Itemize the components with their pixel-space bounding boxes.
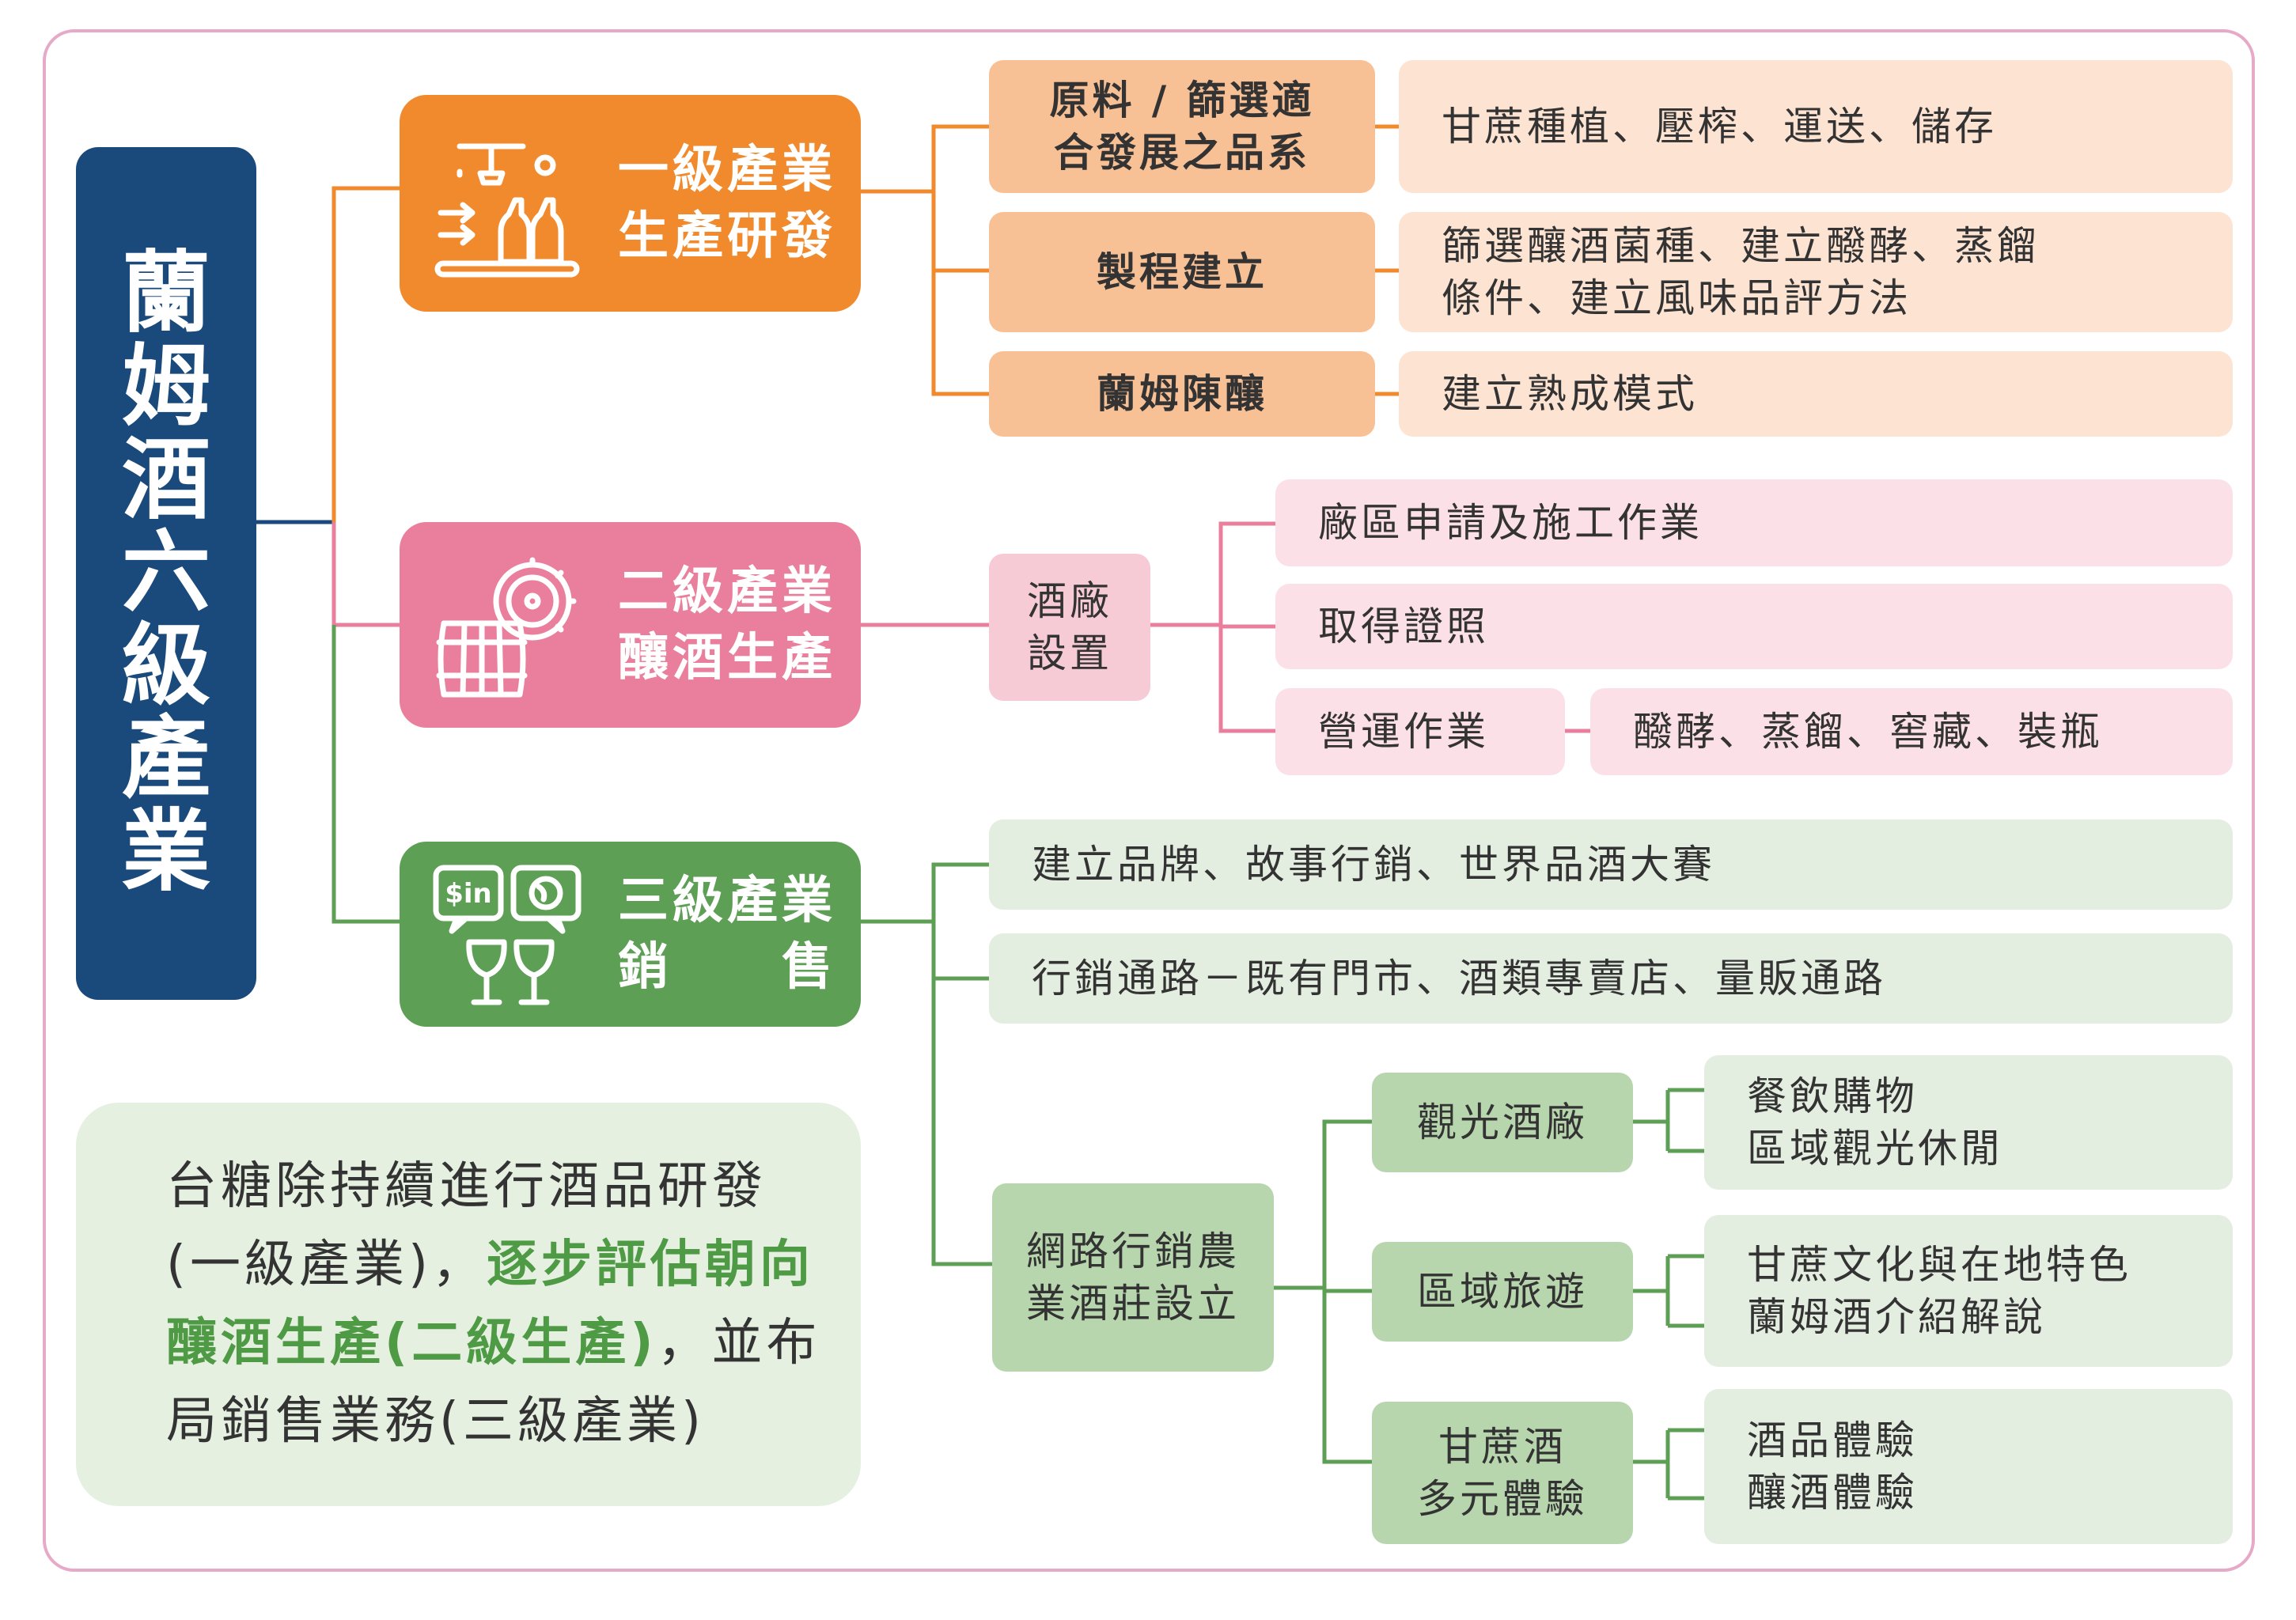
industry3-item-channel: 行銷通路－既有門市、酒類專賣店、量販通路: [989, 933, 2233, 1024]
summary-text: 台糖除持續進行酒品研發 (一級產業)，逐步評估朝向 釀酒生產(二級生產)，並布 …: [166, 1148, 821, 1462]
main-title-box: 蘭 姆 酒 六 級 產 業: [76, 147, 256, 1000]
industry3-label: 三級產業 銷 售: [618, 871, 836, 997]
step-label: 製程建立: [1097, 249, 1267, 295]
step-label: 蘭姆陳釀: [1097, 371, 1267, 417]
item-text: 廠區申請及施工作業: [1318, 500, 1703, 546]
industry3-box: $in 三級產業 銷 售: [400, 842, 861, 1027]
industry1-step-aging: 蘭姆陳釀: [989, 351, 1375, 437]
industry2-label: 二級產業 釀酒生產: [618, 562, 836, 687]
step-label: 原料 / 篩選適 合發展之品系: [1049, 78, 1315, 176]
industry2-operation-detail: 醱酵、蒸餾、窖藏、裝瓶: [1590, 688, 2233, 775]
industry2-hub: 酒廠 設置: [989, 554, 1150, 701]
barrel-icon: [436, 557, 577, 698]
farm-item-tourism-winery: 觀光酒廠: [1372, 1073, 1633, 1172]
farm-detail-sugarcane-experience: 酒品體驗 釀酒體驗: [1704, 1389, 2233, 1544]
item-text: 建立品牌、故事行銷、世界品酒大賽: [1032, 842, 1715, 888]
industry2-item-construction: 廠區申請及施工作業: [1275, 479, 2233, 566]
farm-item-label: 甘蔗酒 多元體驗: [1417, 1424, 1588, 1522]
detail-text: 甘蔗文化與在地特色 蘭姆酒介紹解說: [1747, 1242, 2131, 1340]
detail-text: 餐飲購物 區域觀光休閒: [1747, 1073, 2003, 1171]
farm-item-label: 觀光酒廠: [1417, 1100, 1588, 1145]
farm-item-regional-travel: 區域旅遊: [1372, 1242, 1633, 1342]
detail-text: 篩選釀酒菌種、建立醱酵、蒸餾 條件、建立風味品評方法: [1442, 223, 2040, 321]
industry1-step-raw-material: 原料 / 篩選適 合發展之品系: [989, 60, 1375, 193]
farm-detail-tourism-winery: 餐飲購物 區域觀光休閒: [1704, 1055, 2233, 1190]
detail-text: 酒品體驗 釀酒體驗: [1747, 1418, 1918, 1516]
industry1-box: 一級產業 生產研發: [400, 95, 861, 312]
industry1-detail-aging: 建立熟成模式: [1399, 351, 2233, 437]
item-text: 行銷通路－既有門市、酒類專賣店、量販通路: [1032, 956, 1886, 1001]
industry1-detail-process: 篩選釀酒菌種、建立醱酵、蒸餾 條件、建立風味品評方法: [1399, 212, 2233, 332]
item-text: 營運作業: [1318, 709, 1489, 755]
detail-text: 甘蔗種植、壓榨、運送、儲存: [1442, 104, 1997, 150]
sales-wine-icon: $in: [433, 865, 582, 1005]
farm-item-sugarcane-experience: 甘蔗酒 多元體驗: [1372, 1402, 1633, 1544]
main-title: 蘭 姆 酒 六 級 產 業: [122, 242, 210, 903]
industry3-item-brand: 建立品牌、故事行銷、世界品酒大賽: [989, 819, 2233, 910]
farm-item-label: 區域旅遊: [1417, 1269, 1588, 1315]
item-text: 取得證照: [1318, 604, 1489, 649]
detail-text: 醱酵、蒸餾、窖藏、裝瓶: [1633, 709, 2103, 755]
industry3-farm-hub: 網路行銷農 業酒莊設立: [992, 1183, 1274, 1372]
industry2-item-license: 取得證照: [1275, 584, 2233, 669]
production-line-icon: [434, 143, 580, 278]
industry1-label: 一級產業 生產研發: [618, 140, 836, 266]
detail-text: 建立熟成模式: [1442, 371, 1698, 417]
industry1-detail-raw-material: 甘蔗種植、壓榨、運送、儲存: [1399, 60, 2233, 193]
farm-detail-regional-travel: 甘蔗文化與在地特色 蘭姆酒介紹解說: [1704, 1215, 2233, 1367]
svg-text:$in: $in: [445, 878, 492, 910]
hub-label: 酒廠 設置: [1027, 578, 1112, 676]
industry2-box: 二級產業 釀酒生產: [400, 522, 861, 728]
summary-part1: 台糖除持續進行酒品研發 (一級產業)，: [166, 1156, 767, 1294]
summary-highlight: 逐步評估朝向 釀酒生產(二級生產): [166, 1235, 814, 1372]
summary-note: 台糖除持續進行酒品研發 (一級產業)，逐步評估朝向 釀酒生產(二級生產)，並布 …: [76, 1103, 861, 1506]
industry2-item-operation: 營運作業: [1275, 688, 1565, 775]
farm-label: 網路行銷農 業酒莊設立: [1026, 1228, 1240, 1327]
summary-part2: ，並布 局銷售業務(三級產業): [166, 1314, 821, 1452]
industry1-step-process: 製程建立: [989, 212, 1375, 332]
